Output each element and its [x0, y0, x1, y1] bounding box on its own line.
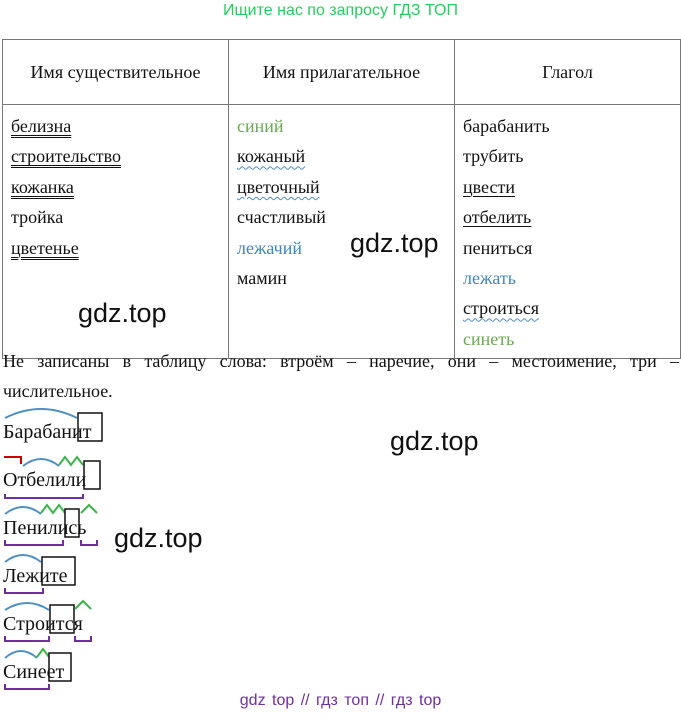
table-word: трубить: [463, 141, 672, 171]
table-word-text: отбелить: [463, 207, 532, 228]
table-word-text: строительство: [11, 146, 121, 167]
table-word: синеть: [463, 324, 672, 354]
morpheme-word: Отбелили: [3, 455, 101, 499]
table-word: барабанить: [463, 111, 672, 141]
adjective-column: синий кожаный цветочный счастливый лежачий ма…: [228, 103, 455, 360]
table-word-text: лежачий: [237, 237, 302, 258]
morpheme-word: Синеет: [3, 647, 72, 690]
watermark: gdz.top: [78, 298, 167, 328]
table-word: лежачий: [237, 233, 446, 263]
header-verb-label: Глагол: [542, 61, 593, 82]
note-text: Не записаны в таблицу слова: втроём – на…: [3, 351, 679, 401]
table-word-text: цвести: [463, 176, 515, 197]
table-word: строиться: [463, 293, 672, 323]
morpheme-word-text: Строится: [3, 613, 83, 635]
table-header-row: Имя существительное Имя прилагательное Г…: [2, 39, 681, 105]
table-word-text: пениться: [463, 237, 533, 258]
noun-column: белизна строительство кожанка тройка цветень…: [2, 103, 229, 360]
header-noun-label: Имя существительное: [30, 61, 201, 82]
morpheme-word: Барабанит: [3, 408, 103, 444]
morpheme-marks: [4, 554, 76, 594]
header-adjective-label: Имя прилагательное: [262, 61, 421, 82]
table-word-text: тройка: [11, 207, 64, 228]
table-word-text: цветенье: [11, 237, 79, 258]
table-word-text: счастливый: [237, 207, 326, 228]
table-word-text: трубить: [463, 146, 524, 167]
table-row: белизна строительство кожанка тройка цветень…: [2, 103, 681, 360]
table-word: кожанка: [11, 172, 220, 202]
header-verb: Глагол: [454, 39, 681, 105]
table-word: цветенье: [11, 233, 220, 263]
morpheme-word-text: Синеет: [3, 661, 65, 683]
watermark: gdz.top: [350, 228, 439, 258]
parts-of-speech-table: Имя существительное Имя прилагательное Г…: [2, 39, 681, 360]
table-word-text: кожаный: [237, 146, 306, 167]
morpheme-marks: [4, 455, 101, 499]
morpheme-word: Лежите: [3, 554, 76, 594]
table-word: цветочный: [237, 172, 446, 202]
table-word: счастливый: [237, 202, 446, 232]
table-word-text: строиться: [463, 298, 540, 319]
table-word: кожаный: [237, 141, 446, 171]
table-word: отбелить: [463, 202, 672, 232]
table-word: цвести: [463, 172, 672, 202]
morpheme-marks: [4, 503, 98, 546]
morpheme-word-text: Лежите: [3, 565, 68, 587]
table-word-text: цветочный: [237, 176, 320, 197]
table-word-text: кожанка: [11, 176, 74, 197]
bottom-links: gdz top // гдз топ // гдз top: [239, 692, 442, 709]
table-word-text: синий: [237, 116, 284, 136]
table-word: пениться: [463, 233, 672, 263]
morpheme-word-text: Отбелили: [3, 469, 87, 491]
verb-column: барабанить трубить цвести отбелить пениться л…: [454, 103, 681, 360]
table-word-text: барабанить: [463, 116, 550, 136]
morpheme-marks: [4, 599, 92, 642]
morpheme-word-text: Пенились: [3, 517, 87, 539]
header-adjective: Имя прилагательное: [228, 39, 455, 105]
morpheme-marks: [4, 408, 103, 442]
header-noun: Имя существительное: [2, 39, 229, 105]
table-word-text: лежать: [463, 267, 517, 288]
morpheme-word-text: Барабанит: [3, 421, 92, 443]
table-word-text: мамин: [237, 267, 287, 288]
top-banner: Ищите нас по запросу ГДЗ ТОП: [223, 2, 458, 19]
table-word: лежать: [463, 263, 672, 293]
table-word: тройка: [11, 202, 220, 232]
watermark: gdz.top: [114, 523, 203, 553]
morpheme-marks: [4, 647, 72, 690]
table-word: строительство: [11, 141, 220, 171]
table-word: синий: [237, 111, 446, 141]
watermark: gdz.top: [390, 426, 479, 456]
morpheme-word: Пенились: [3, 503, 98, 546]
table-word: белизна: [11, 111, 220, 141]
table-word: мамин: [237, 263, 446, 293]
table-word-text: белизна: [11, 116, 72, 136]
morpheme-word: Строится: [3, 599, 92, 642]
table-word-text: синеть: [463, 328, 515, 349]
